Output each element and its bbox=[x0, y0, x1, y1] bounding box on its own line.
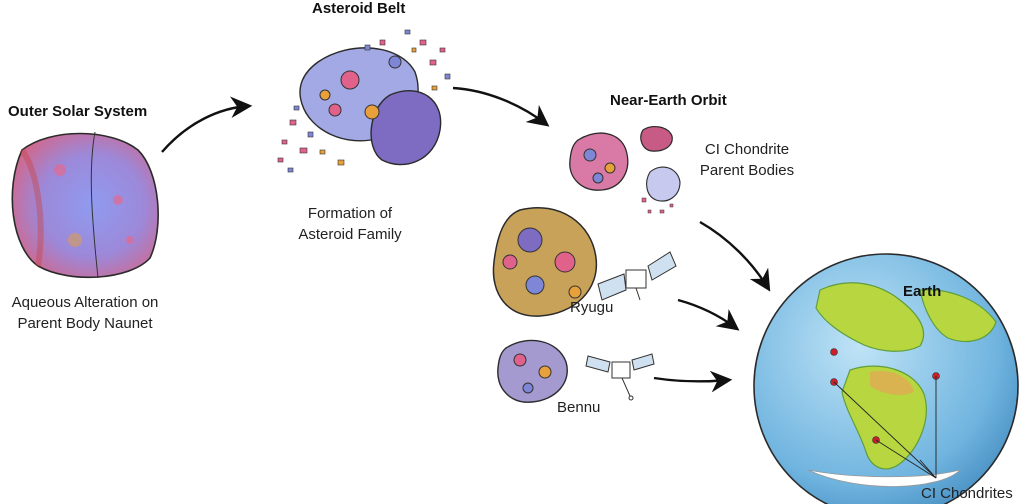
bennu-asteroid bbox=[497, 339, 568, 403]
parent-bodies-line-2: Parent Bodies bbox=[699, 162, 795, 179]
outer-solar-system-title: Outer Solar System bbox=[8, 103, 148, 120]
outer-caption-line-2: Parent Body Naunet bbox=[17, 315, 153, 332]
earth-title: Earth bbox=[903, 283, 942, 300]
hayabusa2-spacecraft bbox=[597, 251, 677, 301]
ryugu-label: Ryugu bbox=[570, 299, 614, 316]
asteroid-belt-fragments bbox=[277, 29, 451, 173]
arrow-outer-to-belt bbox=[161, 96, 253, 153]
flow-arrows bbox=[161, 86, 771, 393]
arrow-bennu-to-earth bbox=[653, 370, 733, 393]
ci-parent-body-cluster bbox=[569, 126, 681, 214]
near-earth-orbit-title: Near-Earth Orbit bbox=[610, 92, 727, 109]
bennu-label: Bennu bbox=[557, 399, 601, 416]
arrow-belt-to-near-earth bbox=[452, 86, 550, 127]
outer-caption-line-1: Aqueous Alteration on bbox=[11, 294, 159, 311]
osiris-rex-spacecraft bbox=[585, 353, 655, 401]
earth-globe bbox=[753, 253, 1019, 504]
ci-chondrites-label: CI Chondrites bbox=[921, 485, 1013, 502]
ryugu-asteroid bbox=[492, 207, 598, 317]
arrow-parent-bodies-to-earth bbox=[699, 220, 771, 292]
belt-caption-line-1: Formation of bbox=[307, 205, 393, 222]
parent-bodies-line-1: CI Chondrite bbox=[704, 141, 790, 158]
asteroid-belt-title: Asteroid Belt bbox=[312, 0, 406, 17]
arrow-ryugu-to-earth bbox=[677, 298, 740, 331]
belt-caption-line-2: Asteroid Family bbox=[298, 226, 402, 243]
naunet-parent-body bbox=[11, 131, 159, 279]
